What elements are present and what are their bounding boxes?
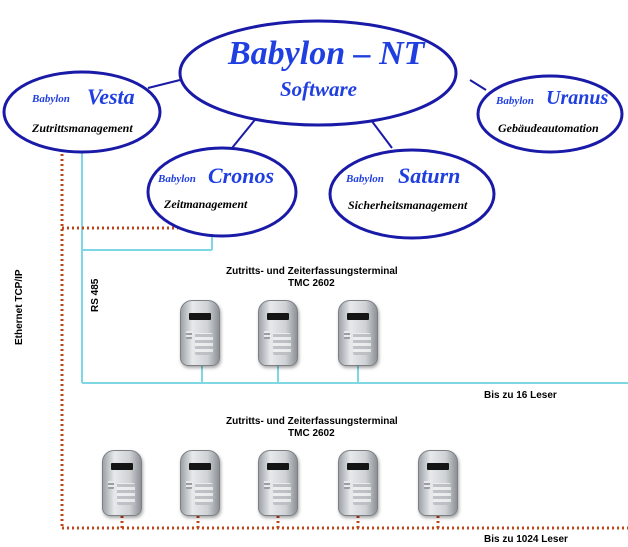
group1-title: Zutritts- und Zeiterfassungsterminal [226, 266, 398, 277]
ellipse-uranus [476, 74, 624, 154]
main-subtitle: Software [280, 77, 358, 101]
cronos-name: Cronos [208, 163, 275, 188]
ellipse-vesta [2, 70, 162, 154]
saturn-prefix: Babylon [346, 173, 384, 185]
connector-uranus [469, 79, 487, 91]
cronos-prefix: Babylon [158, 173, 196, 185]
terminal [338, 450, 378, 516]
saturn-desc: Sicherheitsmanagement [348, 198, 468, 212]
uranus-name: Uranus [546, 87, 609, 109]
cronos-desc: Zeitmanagement [164, 197, 248, 211]
ellipse-cronos [146, 146, 298, 238]
ellipse-main [178, 19, 458, 127]
vesta-desc: Zutrittsmanagement [32, 121, 133, 135]
terminal [338, 300, 378, 366]
rs485-label: RS 485 [90, 278, 101, 312]
vesta-name: Vesta [87, 84, 135, 109]
uranus-desc: Gebäudeautomation [498, 121, 599, 135]
uranus-prefix: Babylon [496, 95, 534, 107]
group2-model: TMC 2602 [288, 428, 335, 439]
saturn-name: Saturn [398, 163, 461, 188]
ellipse-saturn [328, 148, 496, 240]
group1-model: TMC 2602 [288, 278, 335, 289]
terminal [102, 450, 142, 516]
vesta-prefix: Babylon [32, 93, 70, 105]
ethernet-bus [60, 154, 628, 530]
terminal [180, 450, 220, 516]
ethernet-label: Ethernet TCP/IP [14, 269, 25, 345]
terminal [180, 300, 220, 366]
group1-limit: Bis zu 16 Leser [484, 390, 557, 401]
connector-vesta [147, 79, 181, 89]
group2-title: Zutritts- und Zeiterfassungsterminal [226, 416, 398, 427]
terminal [418, 450, 458, 516]
terminal [258, 300, 298, 366]
group2-limit: Bis zu 1024 Leser [484, 534, 568, 545]
connector-cronos [231, 115, 259, 149]
rs485-bus [81, 148, 628, 384]
main-title: Babylon – NT [228, 35, 425, 72]
terminal [258, 450, 298, 516]
